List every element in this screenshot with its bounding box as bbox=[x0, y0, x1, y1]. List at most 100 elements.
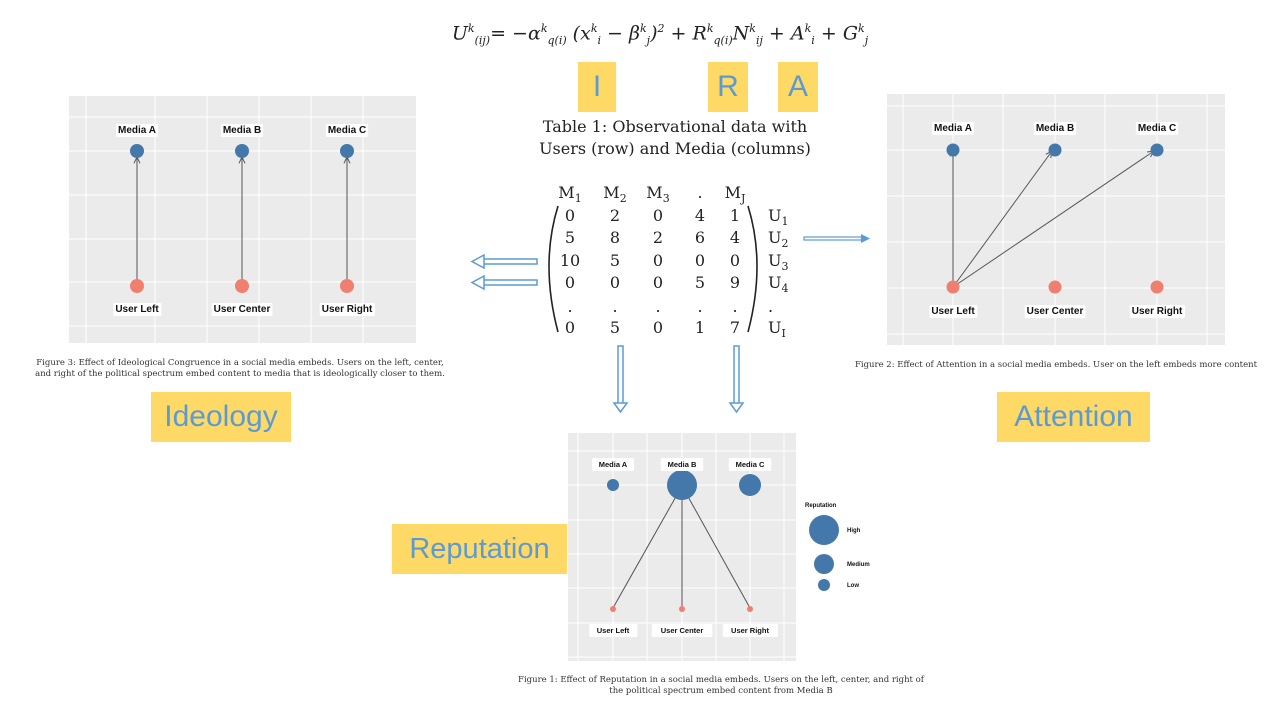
matrix-col-header: M2 bbox=[603, 183, 626, 205]
reputation-user-label: User Center bbox=[661, 626, 704, 635]
ideology-media-node-1 bbox=[235, 144, 249, 158]
reputation-media-label: Media C bbox=[736, 460, 765, 469]
arrow-to-reputation-1 bbox=[612, 345, 629, 414]
label-ideology: Ideology bbox=[151, 392, 291, 442]
matrix-row-label: . bbox=[768, 297, 773, 316]
ideology-user-node-0 bbox=[130, 279, 144, 293]
matrix-col-header: M1 bbox=[558, 183, 581, 205]
matrix-cell: 8 bbox=[610, 228, 620, 247]
reputation-edge-2 bbox=[685, 492, 751, 609]
arrow-to-reputation-2 bbox=[728, 345, 745, 414]
label-reputation: Reputation bbox=[392, 524, 567, 574]
matrix-cell: 2 bbox=[610, 206, 620, 225]
label-attention: Attention bbox=[997, 392, 1150, 442]
figure1-caption: Figure 1: Effect of Reputation in a soci… bbox=[518, 675, 924, 696]
ideology-media-label-bg bbox=[116, 124, 158, 137]
reputation-user-node-0 bbox=[610, 606, 616, 612]
reputation-media-label-bg bbox=[728, 458, 772, 471]
reputation-user-node-2 bbox=[747, 606, 753, 612]
reputation-media-label: Media B bbox=[668, 460, 697, 469]
matrix-cell: 1 bbox=[730, 206, 740, 225]
matrix-cell: 0 bbox=[653, 318, 663, 337]
reputation-user-node-1 bbox=[679, 606, 685, 612]
attention-user-node-0 bbox=[946, 280, 960, 294]
attention-edge-2 bbox=[952, 150, 1155, 288]
reputation-edge-0 bbox=[612, 492, 679, 609]
reputation-user-label-bg bbox=[722, 624, 778, 637]
tag-reputation-term: R bbox=[708, 62, 748, 112]
legend-title: Reputation bbox=[805, 503, 837, 509]
matrix-row-label: UI bbox=[768, 318, 786, 340]
ideology-media-node-0 bbox=[130, 144, 144, 158]
matrix-cell: 0 bbox=[653, 273, 663, 292]
matrix-cell: 0 bbox=[653, 206, 663, 225]
legend-symbol-0 bbox=[809, 515, 839, 545]
attention-user-label-bg bbox=[1024, 305, 1086, 318]
matrix-col-header: MJ bbox=[725, 183, 746, 205]
tag-ideology-term: I bbox=[578, 62, 616, 112]
matrix-row-label: U1 bbox=[768, 206, 788, 228]
attention-media-node-2 bbox=[1150, 143, 1164, 157]
matrix-cell: 0 bbox=[695, 251, 705, 270]
matrix-cell: 1 bbox=[695, 318, 705, 337]
attention-media-label: Media C bbox=[1138, 123, 1176, 134]
matrix-cell: 7 bbox=[730, 318, 740, 337]
matrix-row-label: U3 bbox=[768, 251, 788, 273]
matrix-col-header: . bbox=[697, 183, 702, 202]
matrix-cell: . bbox=[612, 297, 617, 316]
reputation-media-node-0 bbox=[607, 479, 619, 491]
attention-media-node-1 bbox=[1048, 143, 1062, 157]
legend-symbol-1 bbox=[814, 554, 834, 574]
matrix-cell: 4 bbox=[730, 228, 740, 247]
matrix-right-bracket bbox=[747, 205, 758, 333]
matrix-cell: 0 bbox=[653, 251, 663, 270]
legend-symbol-2 bbox=[818, 579, 830, 591]
reputation-user-label: User Right bbox=[731, 626, 769, 635]
matrix-row-label: U2 bbox=[768, 228, 788, 250]
table-caption: Table 1: Observational data with Users (… bbox=[539, 117, 811, 158]
matrix-cell: 0 bbox=[565, 318, 575, 337]
figure3-caption: Figure 3: Effect of Ideological Congruen… bbox=[35, 358, 445, 379]
ideology-media-label-bg bbox=[325, 124, 369, 137]
attention-user-node-1 bbox=[1048, 280, 1062, 294]
arrow-to-ideology-1 bbox=[470, 253, 538, 270]
attention-media-label: Media A bbox=[934, 123, 972, 134]
ideology-user-label: User Left bbox=[115, 304, 159, 315]
attention-media-label: Media B bbox=[1036, 123, 1074, 134]
reputation-media-node-2 bbox=[739, 474, 761, 496]
attention-user-node-2 bbox=[1150, 280, 1164, 294]
ideology-user-label: User Right bbox=[322, 304, 373, 315]
attention-media-node-0 bbox=[946, 143, 960, 157]
matrix-cell: 0 bbox=[730, 251, 740, 270]
reputation-user-label-bg bbox=[589, 624, 638, 637]
ideology-media-node-2 bbox=[340, 144, 354, 158]
reputation-media-label-bg bbox=[660, 458, 704, 471]
matrix-cell: 4 bbox=[695, 206, 705, 225]
attention-edge-1 bbox=[952, 150, 1053, 288]
matrix-cell: 5 bbox=[610, 318, 620, 337]
matrix-cell: 5 bbox=[610, 251, 620, 270]
matrix-cell: 5 bbox=[695, 273, 705, 292]
matrix-left-bracket bbox=[548, 205, 559, 333]
matrix-cell: 0 bbox=[610, 273, 620, 292]
ideology-user-label-bg bbox=[113, 303, 162, 316]
legend-label: Low bbox=[847, 583, 859, 589]
attention-user-label: User Center bbox=[1027, 306, 1084, 317]
matrix-cell: 6 bbox=[695, 228, 705, 247]
ideology-user-label: User Center bbox=[214, 304, 271, 315]
arrow-to-attention bbox=[803, 234, 870, 243]
attention-media-label-bg bbox=[1033, 122, 1077, 135]
reputation-media-label-bg bbox=[592, 458, 634, 471]
ideology-media-label: Media A bbox=[118, 125, 156, 136]
matrix-cell: 10 bbox=[560, 251, 580, 270]
matrix-cell: 0 bbox=[565, 206, 575, 225]
matrix-cell: . bbox=[567, 297, 572, 316]
matrix-cell: 2 bbox=[653, 228, 663, 247]
attention-user-label-bg bbox=[1129, 305, 1185, 318]
